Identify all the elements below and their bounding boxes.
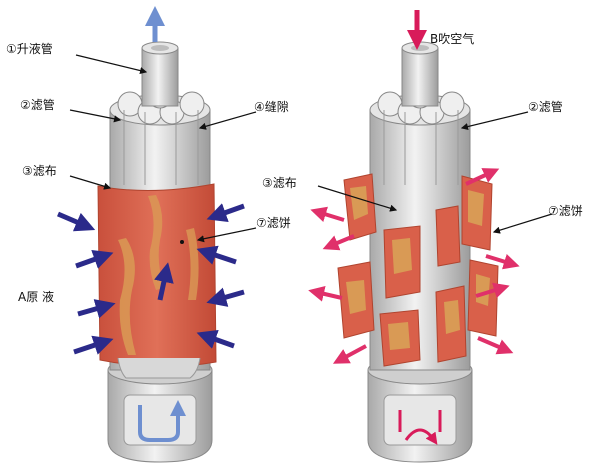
label-filter-tube-right: ②滤管 [528, 100, 563, 114]
right-filter [308, 10, 553, 463]
right-leader-lines [317, 111, 553, 234]
left-inflow-arrows [57, 203, 245, 355]
label-filter-cake-right: ⑦滤饼 [548, 204, 583, 218]
left-flow-u-arrow [138, 400, 186, 442]
label-gap: ④缝隙 [254, 100, 289, 114]
label-filter-cloth-left: ③滤布 [22, 164, 57, 178]
left-filter [57, 6, 257, 463]
label-blow-air: B吹空气 [430, 32, 475, 46]
label-filter-tube-left: ②滤管 [20, 98, 55, 112]
label-filter-cake-left: ⑦滤饼 [256, 216, 291, 230]
right-outflow-arrows [308, 168, 520, 364]
label-filter-cloth-right: ③滤布 [262, 176, 297, 190]
left-riser-pipe [141, 47, 179, 107]
left-leader-lines [69, 54, 257, 243]
label-raw-liquid: A原 液 [18, 290, 55, 304]
right-cake-chunks [337, 173, 499, 367]
right-bottom-window [383, 394, 457, 446]
right-riser-pipe [401, 47, 439, 107]
left-bottom-window [123, 394, 197, 446]
label-riser-pipe: ①升液管 [6, 42, 53, 56]
